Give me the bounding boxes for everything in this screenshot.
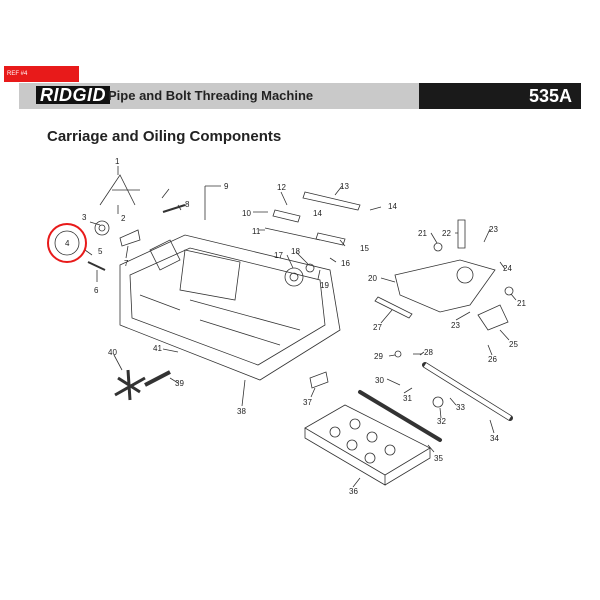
callout-9: 9 (224, 182, 229, 191)
diagram-drawing (84, 166, 517, 488)
callout-17: 17 (274, 251, 283, 260)
callout-36: 36 (349, 487, 358, 496)
carriage-body-inner (129, 247, 326, 366)
rod-part-11 (264, 227, 321, 241)
callout-34: 34 (490, 434, 499, 443)
callout-30: 30 (375, 376, 384, 385)
spindle-part-39 (144, 370, 171, 387)
tray-part-36 (304, 404, 431, 476)
callout-21-b: 21 (517, 299, 526, 308)
ref-tag: REF #4 (4, 66, 79, 82)
callout-33: 33 (456, 403, 465, 412)
part-3 (94, 220, 110, 236)
callout-23-a: 23 (489, 225, 498, 234)
wedge-part-25 (477, 304, 509, 331)
section-title: Carriage and Oiling Components (47, 128, 282, 145)
gear-part-17 (284, 267, 304, 287)
clamp-part-32 (432, 396, 444, 408)
bracket-part-22 (457, 219, 466, 249)
callout-29: 29 (374, 352, 383, 361)
callout-41: 41 (153, 344, 162, 353)
callout-39: 39 (175, 379, 184, 388)
bar-part-13 (302, 191, 361, 211)
callout-8: 8 (185, 200, 190, 209)
callout-1: 1 (115, 157, 120, 166)
callout-18: 18 (291, 247, 300, 256)
oring-part-21-b (504, 286, 514, 296)
callout-19: 19 (320, 281, 329, 290)
callout-35: 35 (434, 454, 443, 463)
callout-24: 24 (503, 264, 512, 273)
callout-26: 26 (488, 355, 497, 364)
pump-housing-part-20 (394, 259, 496, 313)
callout-37: 37 (303, 398, 312, 407)
leader-lines (84, 166, 517, 488)
highlight-circle (47, 223, 87, 263)
callout-14-b: 14 (388, 202, 397, 211)
callout-10: 10 (242, 209, 251, 218)
callout-16: 16 (341, 259, 350, 268)
callout-11: 11 (252, 227, 261, 236)
callout-21-a: 21 (418, 229, 427, 238)
callout-15: 15 (360, 244, 369, 253)
callout-7: 7 (124, 259, 129, 268)
callout-40: 40 (108, 348, 117, 357)
clip-part-37 (309, 371, 329, 389)
carriage-body-outline (119, 234, 341, 381)
callout-38: 38 (237, 407, 246, 416)
washer-part-18 (305, 263, 315, 273)
callout-3: 3 (82, 213, 87, 222)
callout-23-b: 23 (451, 321, 460, 330)
callout-4: 4 (65, 239, 70, 248)
callout-14-a: 14 (313, 209, 322, 218)
header-model-panel (419, 83, 581, 109)
part-29 (394, 350, 402, 358)
strip-part-27 (374, 296, 413, 319)
bracket-part-1 (99, 174, 140, 206)
part-4-shape (54, 230, 80, 256)
oring-part-21-a (433, 242, 443, 252)
callout-28: 28 (424, 348, 433, 357)
header-title: Pipe and Bolt Threading Machine (108, 88, 314, 103)
callout-32: 32 (437, 417, 446, 426)
callout-13: 13 (340, 182, 349, 191)
star-handle-part-40 (114, 369, 146, 401)
callout-labels: 1 2 3 4 5 6 7 8 9 10 11 12 13 14 14 15 1… (65, 157, 526, 496)
handle-part-8 (162, 204, 186, 213)
callout-27: 27 (373, 323, 382, 332)
callout-2: 2 (121, 214, 126, 223)
callout-20: 20 (368, 274, 377, 283)
rod-part-6 (87, 261, 106, 271)
callout-22: 22 (442, 229, 451, 238)
lever-part-7 (119, 229, 141, 247)
tube-part-35 (358, 390, 442, 442)
callout-31: 31 (403, 394, 412, 403)
plate-part-12 (272, 209, 301, 223)
callout-12: 12 (277, 183, 286, 192)
plate-part-15 (315, 232, 346, 246)
callout-5: 5 (98, 247, 103, 256)
callout-25: 25 (509, 340, 518, 349)
callout-6: 6 (94, 286, 99, 295)
brand-logo: RIDGID (36, 86, 110, 104)
model-number: 535A (528, 86, 572, 106)
